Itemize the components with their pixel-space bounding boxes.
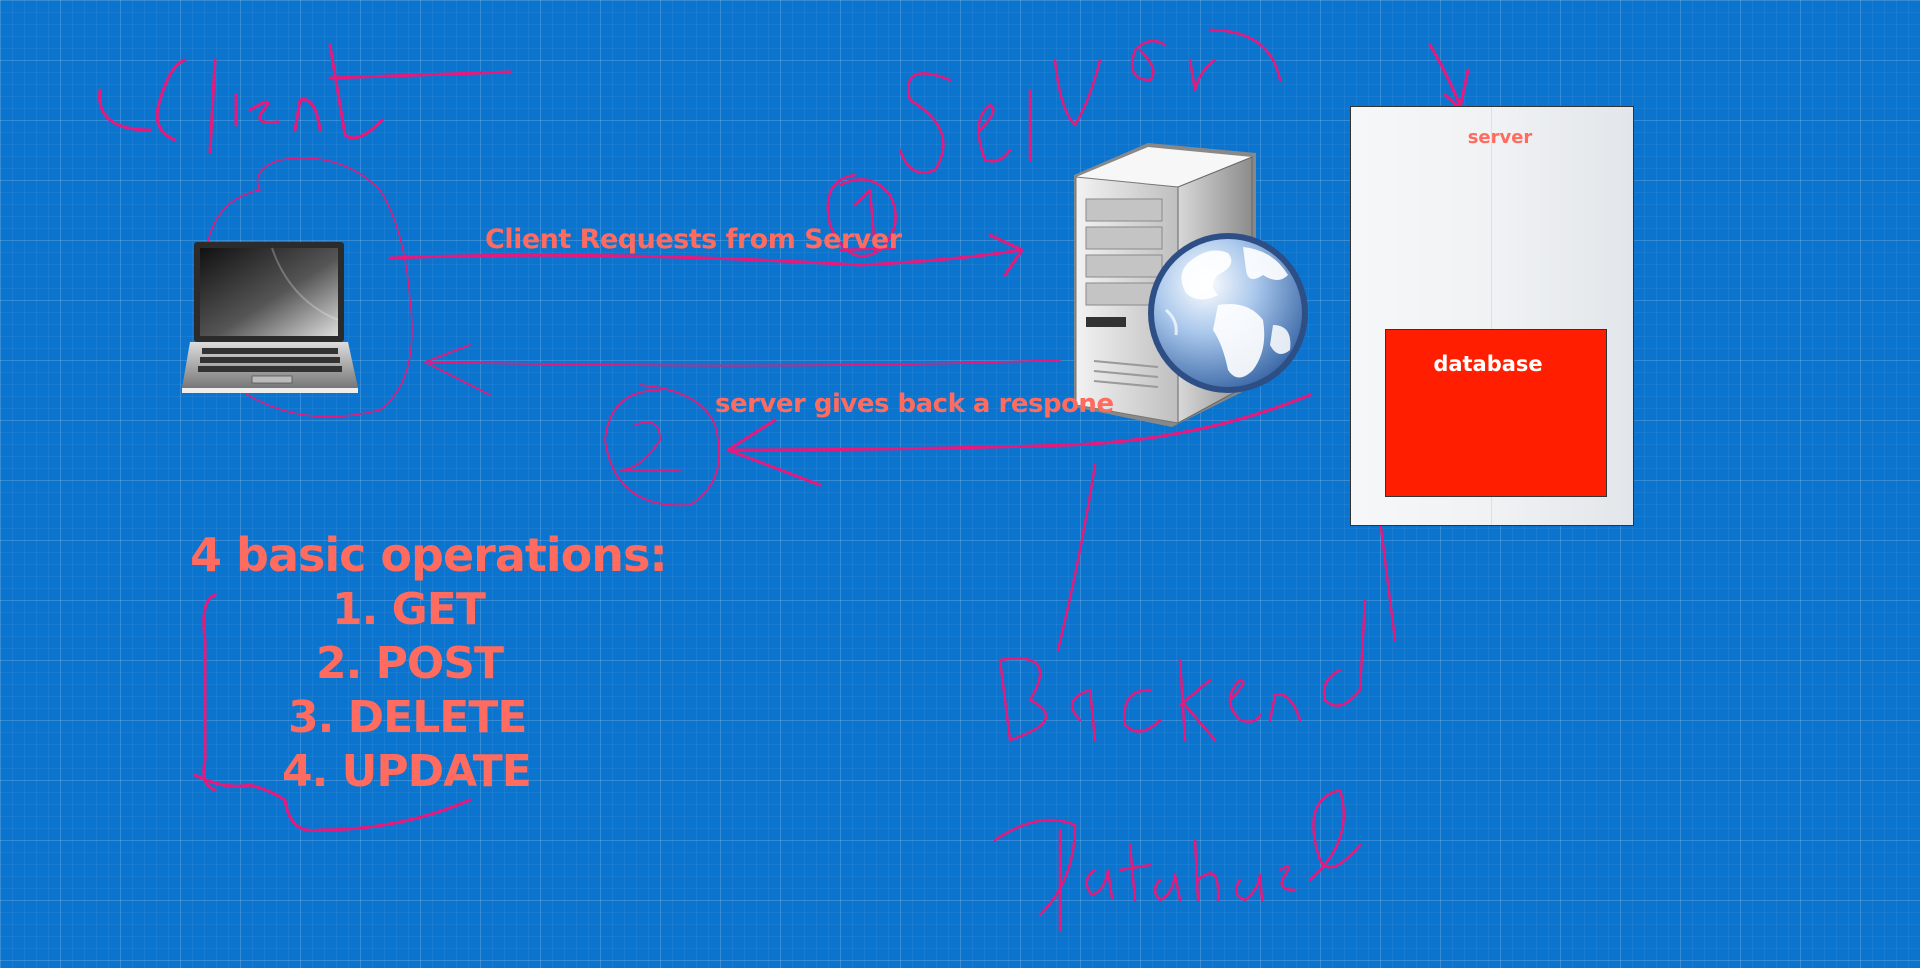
response-label: server gives back a respone (715, 389, 1114, 419)
operation-delete: 3. DELETE (288, 692, 527, 743)
database-box: database (1385, 329, 1607, 497)
operation-post: 2. POST (316, 638, 504, 689)
panel-fold (1491, 107, 1492, 525)
operation-update: 4. UPDATE (282, 746, 532, 797)
database-label: database (1433, 352, 1543, 376)
server-panel: server database (1350, 106, 1634, 526)
handwriting-backend (998, 463, 1397, 742)
globe-icon (1148, 233, 1308, 393)
handwriting-database (993, 788, 1362, 932)
handwriting-server (898, 28, 1282, 174)
circle-number-2 (604, 384, 720, 507)
back-arrow (424, 344, 1061, 396)
operations-title: 4 basic operations: (190, 528, 668, 582)
arrow-down-to-panel (1428, 43, 1470, 110)
server-panel-title: server (1467, 127, 1533, 148)
circle-number-1 (826, 173, 897, 258)
operations-bracket (193, 593, 472, 833)
request-label: Client Requests from Server (485, 224, 902, 255)
response-arrow (726, 393, 1312, 487)
operation-get: 1. GET (332, 584, 486, 635)
laptop-icon (182, 242, 358, 393)
web-server-icon (1074, 143, 1308, 427)
handwriting-client (98, 43, 512, 154)
request-arrow (388, 233, 1024, 277)
